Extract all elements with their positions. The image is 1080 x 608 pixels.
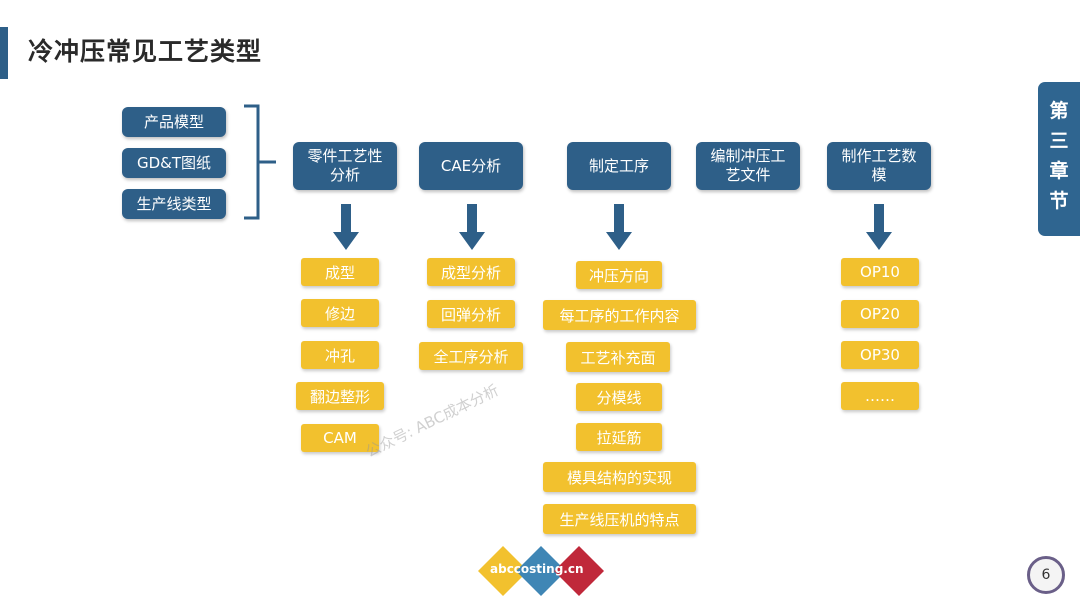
input-box: 生产线类型 (122, 189, 226, 219)
step-box: CAE分析 (419, 142, 523, 190)
logo-text: abccosting.cn (490, 562, 584, 576)
sub-step-box: 生产线压机的特点 (543, 504, 696, 534)
down-arrow-icon (866, 204, 892, 250)
chapter-tab-char: 章 (1049, 160, 1069, 182)
chapter-tab-char: 三 (1049, 130, 1069, 152)
chapter-tab-char: 第 (1049, 100, 1069, 122)
chapter-tab-char: 节 (1049, 190, 1069, 212)
input-box: GD&T图纸 (122, 148, 226, 178)
sub-step-box: CAM (301, 424, 379, 452)
step-box: 编制冲压工艺文件 (696, 142, 800, 190)
sub-step-box: 模具结构的实现 (543, 462, 696, 492)
sub-step-box: OP10 (841, 258, 919, 286)
sub-step-box: …… (841, 382, 919, 410)
sub-step-box: 拉延筋 (576, 423, 662, 451)
step-box: 制作工艺数模 (827, 142, 931, 190)
sub-step-box: 翻边整形 (296, 382, 384, 410)
sub-step-box: 修边 (301, 299, 379, 327)
sub-step-box: OP30 (841, 341, 919, 369)
page-number: 6 (1027, 556, 1065, 594)
abccosting-logo (478, 546, 604, 596)
sub-step-box: 全工序分析 (419, 342, 523, 370)
sub-step-box: 工艺补充面 (566, 342, 670, 372)
title-accent-bar (0, 27, 8, 79)
input-box: 产品模型 (122, 107, 226, 137)
down-arrow-icon (606, 204, 632, 250)
sub-step-box: 成型 (301, 258, 379, 286)
down-arrow-icon (333, 204, 359, 250)
step-box: 零件工艺性分析 (293, 142, 397, 190)
sub-step-box: 分模线 (576, 383, 662, 411)
page-title: 冷冲压常见工艺类型 (28, 37, 263, 66)
down-arrow-icon (459, 204, 485, 250)
bracket-connector (244, 104, 276, 220)
sub-step-box: 每工序的工作内容 (543, 300, 696, 330)
sub-step-box: 成型分析 (427, 258, 515, 286)
sub-step-box: 回弹分析 (427, 300, 515, 328)
step-box: 制定工序 (567, 142, 671, 190)
chapter-tab[interactable]: 第 三 章 节 (1038, 82, 1080, 236)
sub-step-box: 冲孔 (301, 341, 379, 369)
sub-step-box: OP20 (841, 300, 919, 328)
sub-step-box: 冲压方向 (576, 261, 662, 289)
